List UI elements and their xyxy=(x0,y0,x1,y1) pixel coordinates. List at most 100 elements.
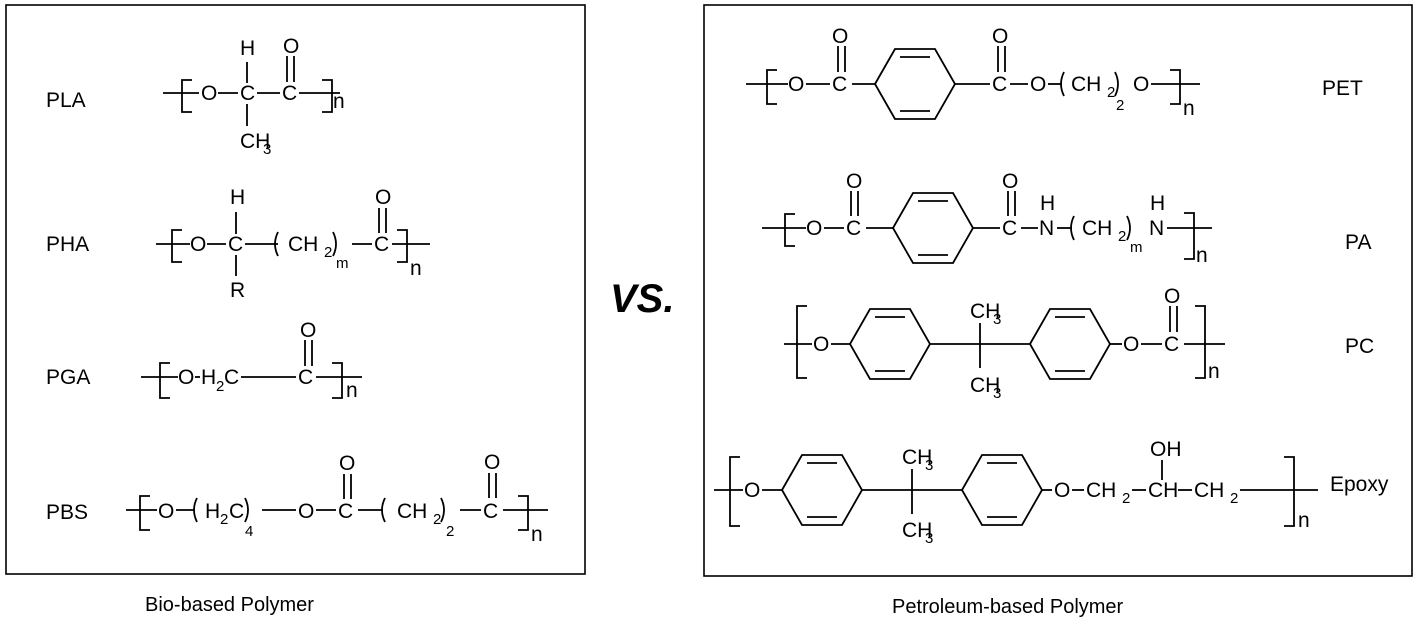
pa-structure: PA O C O C O N H CH 2 m N H n xyxy=(762,170,1371,267)
svg-text:4: 4 xyxy=(245,523,253,540)
pa-label: PA xyxy=(1345,231,1371,254)
svg-text:O: O xyxy=(1054,479,1070,502)
epoxy-label: Epoxy xyxy=(1330,473,1389,496)
svg-text:C: C xyxy=(240,82,255,105)
svg-text:n: n xyxy=(410,257,422,280)
svg-text:2: 2 xyxy=(1122,490,1130,507)
svg-text:C: C xyxy=(483,500,498,523)
svg-text:C: C xyxy=(229,500,244,523)
svg-text:O: O xyxy=(806,217,822,240)
svg-text:C: C xyxy=(832,73,847,96)
svg-text:CH: CH xyxy=(1071,73,1101,96)
svg-text:CH: CH xyxy=(970,300,1000,323)
svg-text:O: O xyxy=(283,35,299,58)
svg-text:C: C xyxy=(224,366,239,389)
svg-text:n: n xyxy=(333,90,345,113)
svg-text:C: C xyxy=(846,217,861,240)
pga-structure: PGA O H 2 C C O n xyxy=(46,319,362,402)
svg-text:n: n xyxy=(1183,97,1195,120)
pet-structure: PET O C O C O O CH 2 2 O n xyxy=(746,25,1363,120)
svg-text:C: C xyxy=(374,233,389,256)
svg-text:CH: CH xyxy=(288,233,318,256)
svg-text:3: 3 xyxy=(993,311,1001,328)
pbs-label: PBS xyxy=(46,501,88,524)
svg-text:C: C xyxy=(992,73,1007,96)
svg-text:H: H xyxy=(1040,192,1055,215)
svg-text:CH: CH xyxy=(902,446,932,469)
svg-text:n: n xyxy=(531,523,543,546)
svg-text:m: m xyxy=(336,255,349,272)
svg-text:O: O xyxy=(992,25,1008,48)
svg-text:n: n xyxy=(1196,244,1208,267)
petroleum-based-frame xyxy=(703,4,1413,577)
svg-text:N: N xyxy=(1149,217,1164,240)
svg-text:2: 2 xyxy=(446,523,454,540)
petroleum-based-caption: Petroleum-based Polymer xyxy=(892,596,1124,618)
svg-text:C: C xyxy=(1164,333,1179,356)
svg-text:3: 3 xyxy=(925,457,933,474)
svg-text:CH: CH xyxy=(1082,217,1112,240)
svg-text:CH: CH xyxy=(1194,479,1224,502)
svg-text:2: 2 xyxy=(433,511,441,528)
svg-text:2: 2 xyxy=(216,378,224,395)
svg-text:2: 2 xyxy=(324,244,332,261)
svg-text:C: C xyxy=(298,366,313,389)
epoxy-structure: Epoxy O CH 3 CH 3 O CH 2 CH OH CH 2 n xyxy=(714,438,1389,547)
svg-text:H: H xyxy=(201,366,216,389)
svg-text:2: 2 xyxy=(220,511,228,528)
svg-text:O: O xyxy=(1123,333,1139,356)
svg-text:3: 3 xyxy=(993,385,1001,402)
svg-text:O: O xyxy=(1133,73,1149,96)
pbs-structure: PBS O H 2 C 4 O C O CH 2 2 C O n xyxy=(46,451,548,546)
svg-text:O: O xyxy=(339,452,355,475)
svg-text:O: O xyxy=(375,186,391,209)
svg-text:2: 2 xyxy=(1116,97,1124,114)
svg-text:O: O xyxy=(190,233,206,256)
svg-text:O: O xyxy=(1002,170,1018,193)
svg-text:C: C xyxy=(1002,217,1017,240)
pha-label: PHA xyxy=(46,233,89,256)
svg-text:C: C xyxy=(228,233,243,256)
svg-text:O: O xyxy=(788,73,804,96)
pc-structure: PC O CH 3 CH 3 O C O n xyxy=(784,285,1374,402)
svg-text:O: O xyxy=(846,170,862,193)
pla-structure: PLA O C H CH 3 C O n xyxy=(46,35,345,158)
svg-text:n: n xyxy=(1208,360,1220,383)
svg-text:2: 2 xyxy=(1118,228,1126,245)
svg-text:N: N xyxy=(1039,217,1054,240)
svg-text:CH: CH xyxy=(1148,479,1178,502)
svg-text:OH: OH xyxy=(1150,438,1182,461)
svg-text:C: C xyxy=(338,500,353,523)
svg-text:O: O xyxy=(1164,285,1180,308)
svg-text:m: m xyxy=(1130,239,1143,256)
versus-label: VS. xyxy=(610,277,674,321)
svg-text:2: 2 xyxy=(1107,84,1115,101)
svg-text:O: O xyxy=(178,366,194,389)
svg-text:O: O xyxy=(201,82,217,105)
pla-label: PLA xyxy=(46,89,86,112)
svg-text:H: H xyxy=(1150,192,1165,215)
svg-text:CH: CH xyxy=(1086,479,1116,502)
svg-text:C: C xyxy=(282,82,297,105)
svg-text:O: O xyxy=(744,479,760,502)
svg-text:3: 3 xyxy=(263,141,271,158)
bio-based-caption: Bio-based Polymer xyxy=(145,594,314,616)
svg-text:n: n xyxy=(1298,509,1310,532)
svg-text:CH: CH xyxy=(902,519,932,542)
svg-text:2: 2 xyxy=(1230,490,1238,507)
svg-text:CH: CH xyxy=(240,130,270,153)
pc-label: PC xyxy=(1345,335,1374,358)
svg-text:O: O xyxy=(1030,73,1046,96)
svg-text:H: H xyxy=(230,186,245,209)
svg-text:O: O xyxy=(832,25,848,48)
svg-text:3: 3 xyxy=(925,530,933,547)
svg-text:CH: CH xyxy=(397,500,427,523)
svg-text:R: R xyxy=(230,279,245,302)
pet-label: PET xyxy=(1322,77,1363,100)
svg-text:O: O xyxy=(484,451,500,474)
pga-label: PGA xyxy=(46,366,90,389)
svg-text:CH: CH xyxy=(970,374,1000,397)
svg-text:n: n xyxy=(346,379,358,402)
